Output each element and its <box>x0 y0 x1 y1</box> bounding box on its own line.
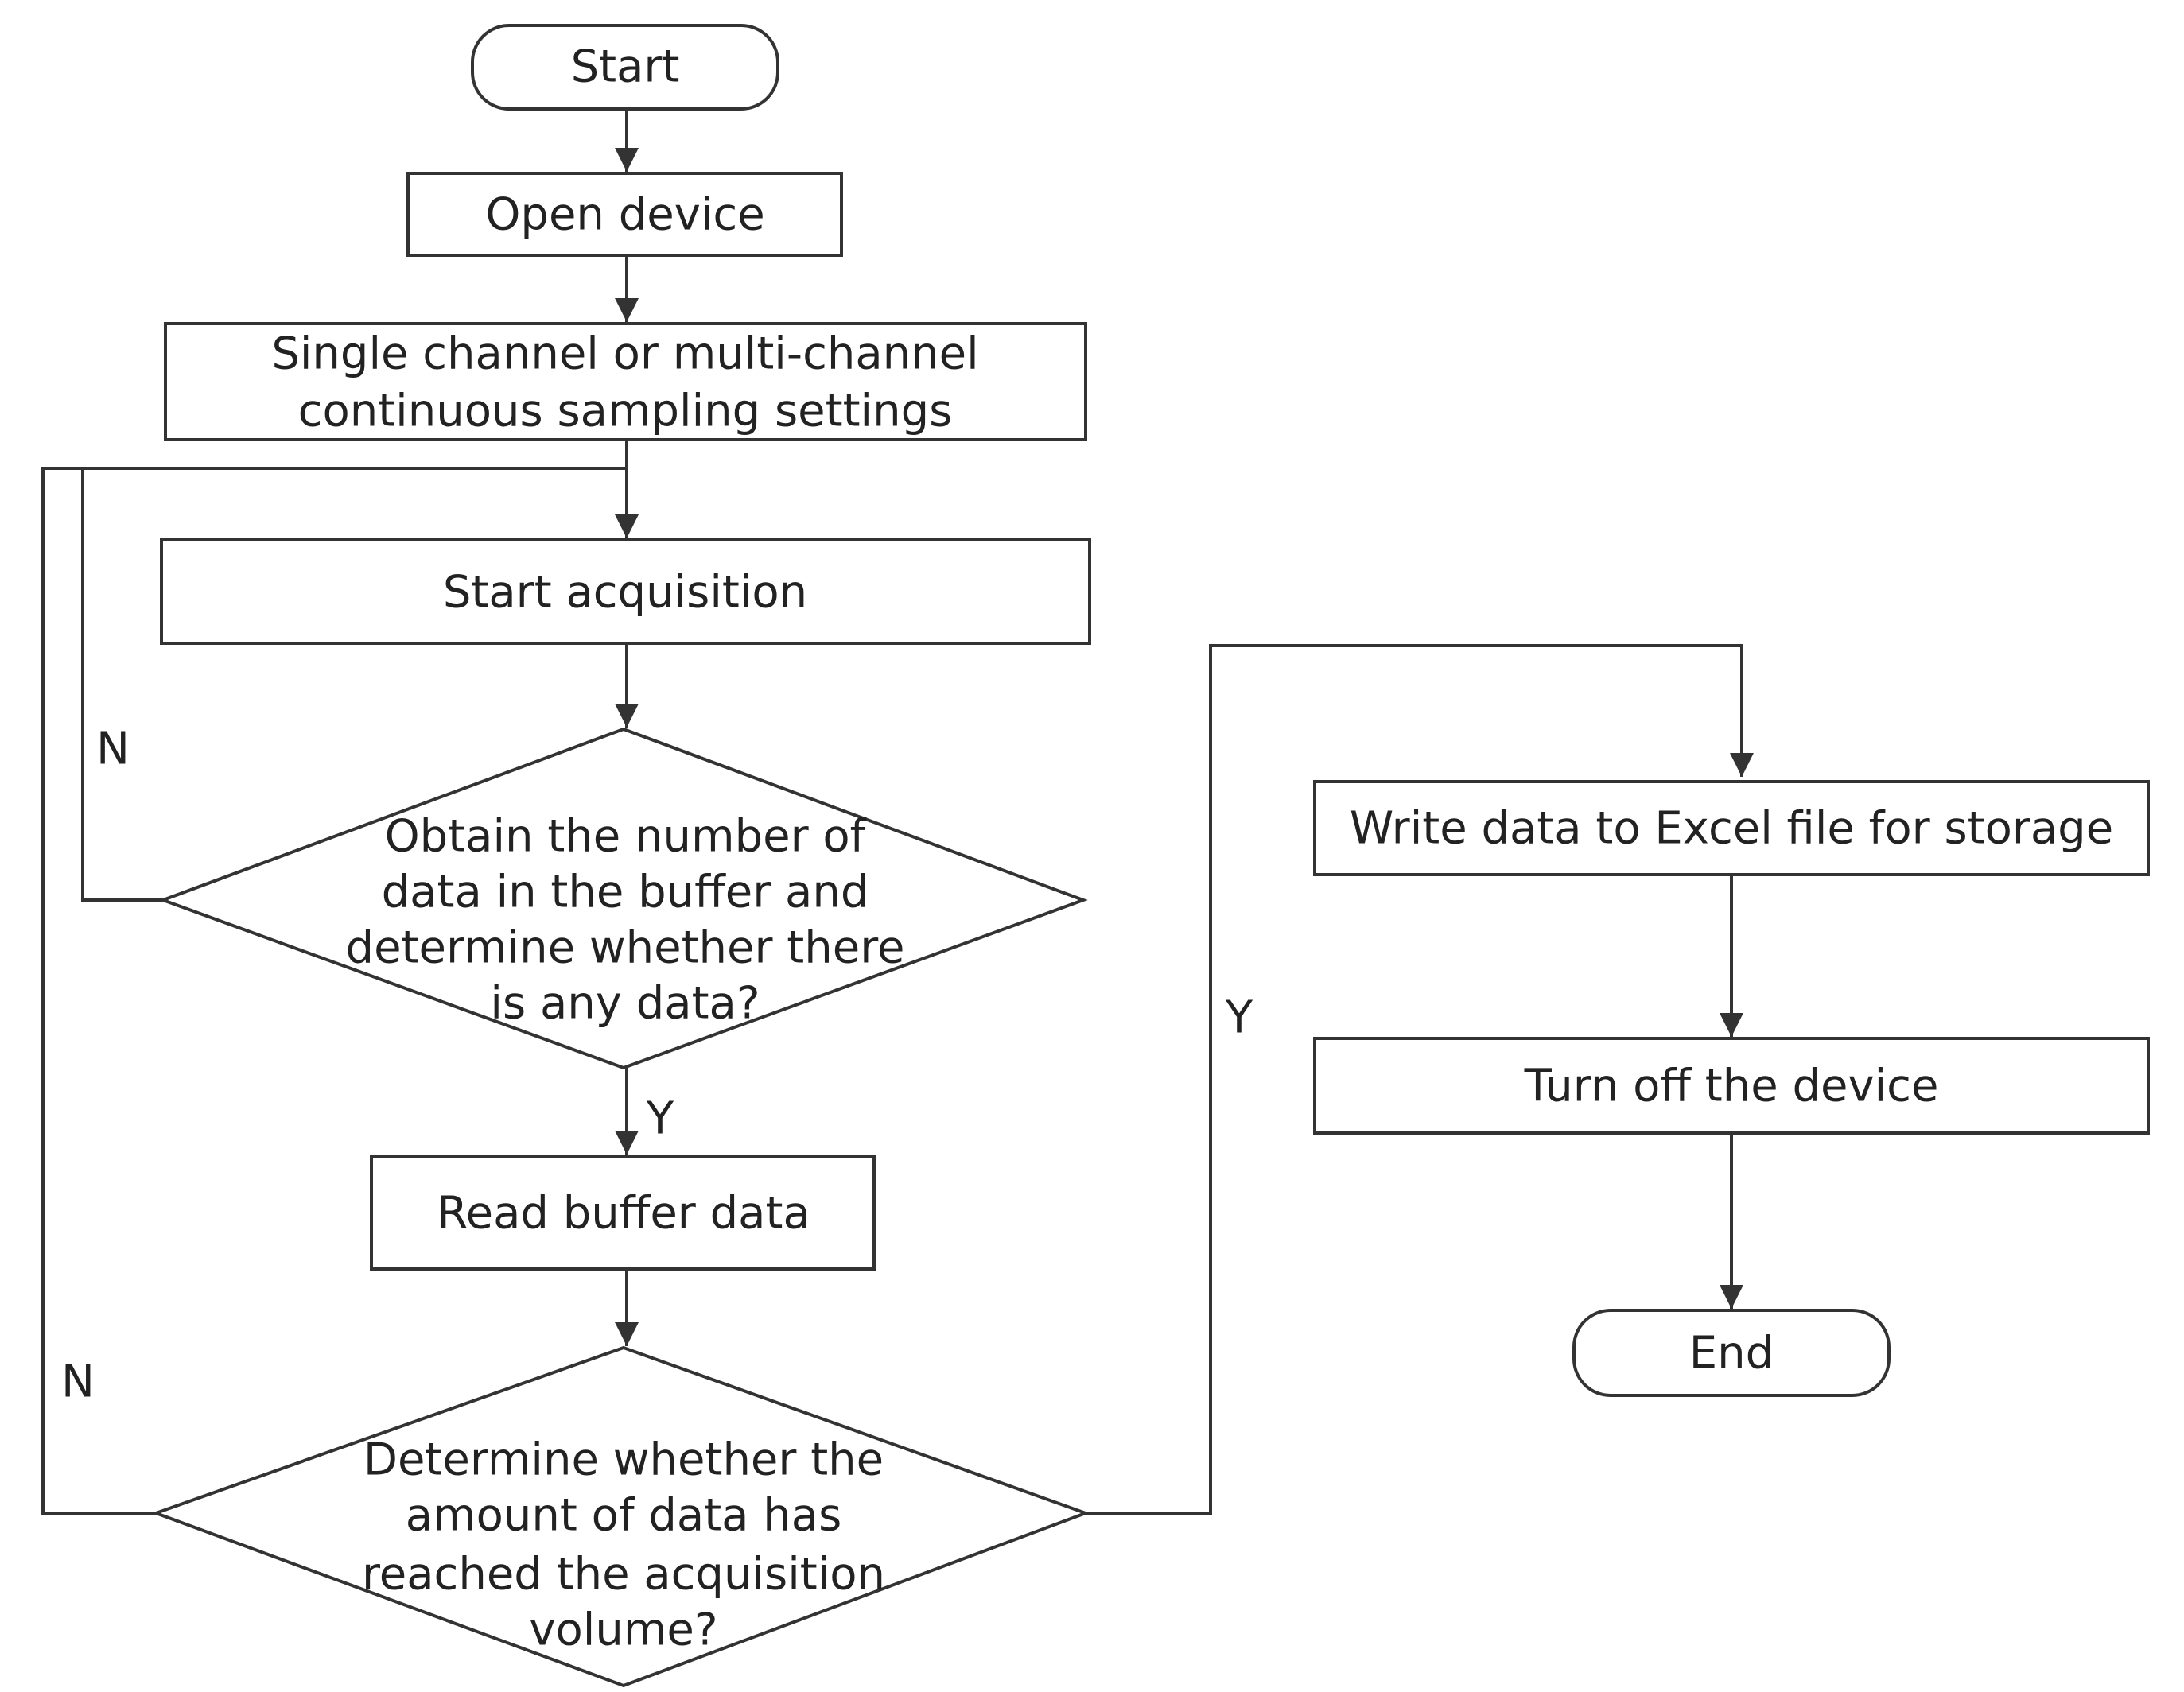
node-end-label: End <box>1689 1328 1774 1380</box>
process-shape <box>370 1155 876 1271</box>
node-settings: Single channel or multi-channel continuo… <box>164 322 1087 441</box>
process-shape <box>164 322 1087 441</box>
node-check-buffer-line-4: is any data? <box>490 978 760 1030</box>
terminal-shape <box>471 24 779 111</box>
edge-volume-no-loop <box>41 467 627 1515</box>
edge-label-buffer-no: N <box>96 724 130 775</box>
node-check-volume-line-2: amount of data has <box>406 1490 842 1542</box>
node-settings-line-2: continuous sampling settings <box>298 386 953 437</box>
node-read-buffer: Read buffer data <box>370 1155 876 1271</box>
edges <box>41 111 1754 1515</box>
node-check-buffer-line-2: data in the buffer and <box>382 867 869 918</box>
node-open-device-label: Open device <box>485 189 764 241</box>
node-check-volume: Determine whether the amount of data has… <box>151 1345 1090 1688</box>
node-check-buffer: Obtain the number of data in the buffer … <box>158 727 1088 1070</box>
node-write-excel: Write data to Excel file for storage <box>1313 780 2150 876</box>
terminal-shape <box>1572 1309 1891 1397</box>
process-shape <box>160 538 1091 645</box>
process-shape <box>406 172 843 257</box>
edge-label-buffer-yes: Y <box>646 1093 674 1145</box>
node-read-buffer-label: Read buffer data <box>437 1188 810 1240</box>
node-start-acquisition: Start acquisition <box>160 538 1091 645</box>
node-check-buffer-line-3: determine whether there <box>346 922 905 974</box>
node-turn-off: Turn off the device <box>1313 1037 2150 1135</box>
node-open-device: Open device <box>406 172 843 257</box>
edge-labels: N Y N Y <box>61 724 1253 1408</box>
node-check-volume-line-3: reached the acquisition <box>362 1549 885 1601</box>
node-start: Start <box>471 24 779 111</box>
node-settings-line-1: Single channel or multi-channel <box>271 328 978 380</box>
node-check-volume-line-4: volume? <box>529 1605 717 1656</box>
edge-label-volume-no: N <box>61 1356 95 1408</box>
process-shape <box>1313 1037 2150 1135</box>
edge-label-volume-yes: Y <box>1225 992 1253 1044</box>
edge-volume-yes-to-write-excel <box>1086 644 1754 1515</box>
node-start-label: Start <box>571 41 680 93</box>
process-shape <box>1313 780 2150 876</box>
node-start-acquisition-label: Start acquisition <box>443 567 807 619</box>
node-check-buffer-line-1: Obtain the number of <box>385 811 867 863</box>
decision-shape <box>158 727 1088 1070</box>
decision-shape <box>151 1345 1090 1688</box>
node-turn-off-label: Turn off the device <box>1524 1061 1939 1112</box>
node-end: End <box>1572 1309 1891 1397</box>
node-check-volume-line-1: Determine whether the <box>363 1434 884 1486</box>
node-write-excel-label: Write data to Excel file for storage <box>1350 803 2113 855</box>
